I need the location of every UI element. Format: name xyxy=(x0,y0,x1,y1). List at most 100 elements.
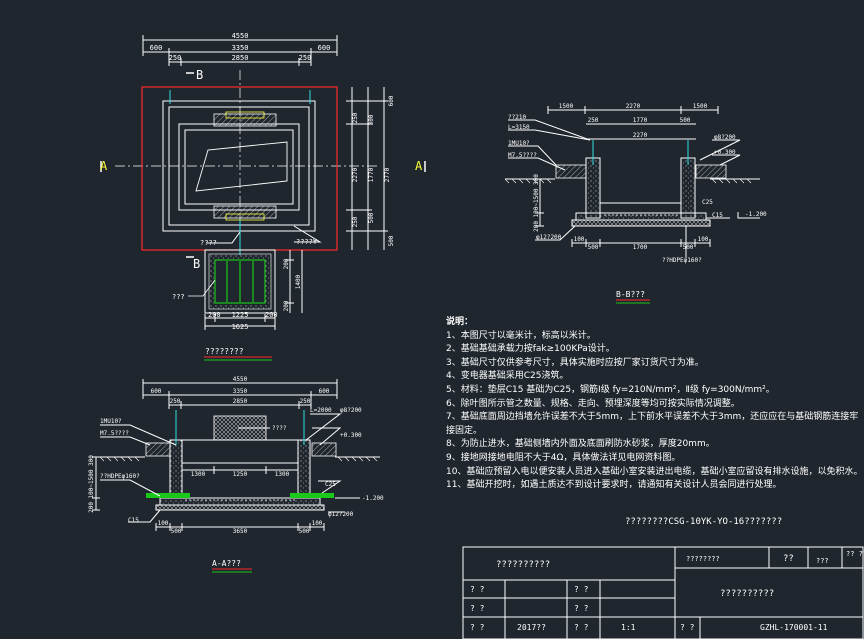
plan-rdim-bottom: 500 xyxy=(388,235,395,246)
aa-label-elev2: -1.200 xyxy=(362,495,384,502)
note-item: 8、为防止进水，基础侧墙内外面及底面刷防水砂浆，厚度20mm。 xyxy=(446,439,715,450)
section-marker-a-left: A xyxy=(100,159,108,173)
plan-rdim-f: 250 xyxy=(352,216,359,227)
tb-drawing-name: ?????????? xyxy=(720,589,774,599)
tb-label-e: ? ? xyxy=(470,623,485,632)
plan-rdim-c: 2270 xyxy=(352,167,359,182)
note-item: 2、基础基础承载力按fak≥100KPa设计。 xyxy=(446,344,615,355)
pit-rdim-h3: 200 xyxy=(283,300,290,311)
tb-r1c3: ??? xyxy=(816,557,829,565)
section-aa xyxy=(92,379,380,573)
aa-dim-bottom-a: 100 xyxy=(158,520,169,527)
aa-dim-inner-a: 1300 xyxy=(191,471,206,478)
design-notes: 说明： 1、本图尺寸以毫米计，标高以米计。 2、基础基础承载力按fak≥100K… xyxy=(446,316,863,493)
plan-rdim-top: 600 xyxy=(388,95,395,106)
bb-caption: B-B??? xyxy=(616,290,645,299)
tb-date: 2017?? xyxy=(517,623,546,632)
standard-reference: ????????CSG-10YK-YO-16??????? xyxy=(625,517,782,527)
bb-label-c25: C25 xyxy=(702,199,713,206)
bb-label-l2: L=3150 xyxy=(508,124,530,131)
aa-dim-bottom-b: 500 xyxy=(171,528,182,535)
pit-dim-right: 200 xyxy=(265,311,278,319)
section-marker-b-top: B xyxy=(196,68,203,82)
bb-label-pipe: φ8?200 xyxy=(714,134,736,141)
tb-drawing-no: GZHL-170001-11 xyxy=(760,623,828,632)
section-bb-texts: 1500 2270 1500 250 1770 500 2270 ??210 L… xyxy=(508,103,767,299)
pit-rdim-h1: 200 xyxy=(283,258,290,269)
aa-label-fill: ???? xyxy=(272,425,287,432)
bb-dim-bottom-b: 500 xyxy=(588,244,599,251)
plan-dim-inner-left: 250 xyxy=(169,54,182,62)
plan-section-markers: B B A A xyxy=(100,68,423,271)
note-item: 4、变电器基础采用C25浇筑。 xyxy=(446,371,569,382)
bb-label-l4: M7.5???? xyxy=(508,152,537,159)
plan-dimension-texts: 4550 600 3350 600 250 2850 250 ???? ????… xyxy=(150,32,331,356)
aa-label-l2: M7.5???? xyxy=(100,430,129,437)
bb-label-elev1: +0.300 xyxy=(714,149,736,156)
bb-label-bottom-pipe: φ12?200 xyxy=(536,234,562,241)
notes-title: 说明： xyxy=(446,317,474,327)
plan-rdim-b: 300 xyxy=(368,114,375,125)
pit-dim-total: 1625 xyxy=(232,323,249,331)
tb-label-c: ? ? xyxy=(470,604,485,613)
bb-label-elev2: -1.200 xyxy=(745,211,767,218)
plan-label-right: ????¥ xyxy=(296,238,318,246)
aa-dim-left: 600 xyxy=(151,388,162,395)
aa-label-elev1: +0.300 xyxy=(340,432,362,439)
tb-label-scale: ? ? xyxy=(574,623,589,632)
aa-label-c25: C25 xyxy=(325,481,336,488)
bb-dim-inner-total: 2270 xyxy=(633,132,648,139)
title-block-texts: ?????????? ???????? ?? ?? ? ? ? ? ? ???????… xyxy=(470,550,864,632)
section-marker-a-right: A xyxy=(415,159,423,173)
plan-dim-left: 600 xyxy=(150,44,163,52)
plan-caption: ???????? xyxy=(205,347,244,356)
tb-label-b: ? ? xyxy=(574,585,589,594)
note-item: 10、基础应预留入电以便安装人员进入基础小室安装进出电缆，基础小室应留设有排水设… xyxy=(446,466,863,477)
aa-label-note: ??HDPEφ160? xyxy=(100,473,140,480)
note-item: 9、接地网接地电阻不大于4Ω，具体做法详见电网资料图。 xyxy=(446,452,681,463)
aa-dim-mid: 3350 xyxy=(233,388,248,395)
plan-rdim-total: 2770 xyxy=(384,167,391,182)
section-aa-texts: 4550 600 3350 600 250 2850 250 1MU10? M7… xyxy=(88,376,384,568)
plan-rdim-d: 1770 xyxy=(368,167,375,182)
aa-dim-bottom-c: 3650 xyxy=(233,528,248,535)
note-item: 11、基础开挖时，如遇土质达不到设计要求时，请通知有关设计人员会同进行处理。 xyxy=(446,480,782,491)
aa-label-l3: L=2000 xyxy=(310,407,332,414)
aa-dim-inner-c: 1300 xyxy=(275,471,290,478)
aa-caption: A-A??? xyxy=(212,559,241,568)
note-item: 1、本图尺寸以毫米计，标高以米计。 xyxy=(446,330,596,341)
section-marker-b-bottom: B xyxy=(193,257,200,271)
tb-r1c1: ???????? xyxy=(686,555,720,563)
pit-dim-left: 200 xyxy=(208,311,221,319)
note-item: 7、基础底面周边挡墙允许误差不大于5mm，上下前水平误差不大于3mm，还应应在与… xyxy=(446,412,859,423)
plan-right-dims: 600 250 300 2270 1770 500 250 2770 500 2… xyxy=(283,95,395,311)
tb-r1c4: ?? ?? xyxy=(846,550,864,558)
aa-label-bottom-pipe: φ12?200 xyxy=(328,511,354,518)
plan-rdim-a: 250 xyxy=(352,112,359,123)
bb-dim-inner-b: 1770 xyxy=(633,117,648,124)
plan-dim-right: 600 xyxy=(318,44,331,52)
section-bb xyxy=(504,106,760,304)
bb-dim-bottom-e: 100 xyxy=(698,236,709,243)
bb-dim-bottom-c: 1700 xyxy=(633,244,648,251)
bb-dim-inner-c: 500 xyxy=(680,117,691,124)
aa-dim-inner-right: 250 xyxy=(300,398,311,405)
aa-label-pipe: φ8?200 xyxy=(340,407,362,414)
aa-dim-inner-mid: 2850 xyxy=(233,398,248,405)
bb-dim-left: 200 100~1500 300 xyxy=(533,174,540,232)
title-block xyxy=(462,546,864,639)
aa-dim-inner-left: 250 xyxy=(170,398,181,405)
plan-dim-inner-right: 250 xyxy=(299,54,312,62)
bb-label-bottom-note: ??HDPEφ160? xyxy=(662,257,702,264)
aa-dim-left: 200 100~1500 300 xyxy=(88,455,95,513)
bb-label-c15: C15 xyxy=(712,212,723,219)
plan-view xyxy=(100,35,426,361)
tb-label-d: ? ? xyxy=(574,604,589,613)
plan-dim-mid: 3350 xyxy=(232,44,249,52)
aa-dim-right: 600 xyxy=(319,388,330,395)
bb-dim-inner-a: 250 xyxy=(588,117,599,124)
tb-scale: 1:1 xyxy=(621,623,636,632)
tb-r1c2: ?? xyxy=(783,554,794,564)
